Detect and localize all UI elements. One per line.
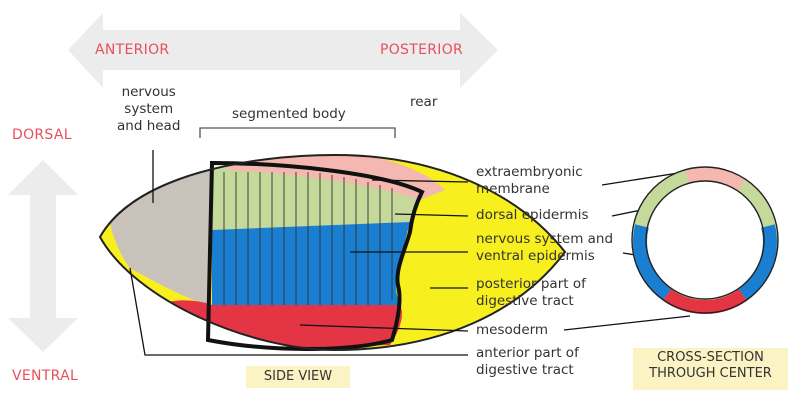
ventral-label: VENTRAL bbox=[12, 368, 78, 385]
posterior-digestive-line-2: digestive tract bbox=[476, 293, 586, 310]
nervous-ventral-label: nervous system and ventral epidermis bbox=[476, 231, 613, 265]
dorsal-epidermis-label: dorsal epidermis bbox=[476, 207, 588, 224]
nervous-ventral-line-1: nervous system and bbox=[476, 231, 613, 248]
nervous-head-label: nervous system and head bbox=[117, 84, 180, 135]
head-region bbox=[110, 163, 212, 305]
anterior-digestive-line-2: digestive tract bbox=[476, 362, 579, 379]
posterior-digestive-label: posterior part of digestive tract bbox=[476, 276, 586, 310]
posterior-label: POSTERIOR bbox=[380, 42, 463, 59]
posterior-digestive-line-1: posterior part of bbox=[476, 276, 586, 293]
anterior-digestive-label: anterior part of digestive tract bbox=[476, 345, 579, 379]
dorsal-ventral-arrow bbox=[8, 160, 78, 352]
cross-section-line-2: THROUGH CENTER bbox=[633, 366, 788, 382]
mesoderm-label: mesoderm bbox=[476, 322, 548, 339]
cross-section-line-1: CROSS-SECTION bbox=[633, 350, 788, 366]
cross-section-ring bbox=[639, 174, 771, 307]
nervous-head-line-3: and head bbox=[117, 118, 180, 135]
cross-section-caption: CROSS-SECTION THROUGH CENTER bbox=[633, 348, 788, 390]
rear-label: rear bbox=[410, 94, 437, 111]
extraembryonic-line-2: membrane bbox=[476, 181, 583, 198]
segmented-body-label: segmented body bbox=[232, 106, 346, 123]
anterior-digestive-line-1: anterior part of bbox=[476, 345, 579, 362]
anterior-label: ANTERIOR bbox=[95, 42, 169, 59]
nervous-ventral-line-2: ventral epidermis bbox=[476, 248, 613, 265]
extraembryonic-label: extraembryonic membrane bbox=[476, 164, 583, 198]
nervous-head-line-2: system bbox=[117, 101, 180, 118]
extraembryonic-line-1: extraembryonic bbox=[476, 164, 583, 181]
nervous-head-line-1: nervous bbox=[117, 84, 180, 101]
dorsal-label: DORSAL bbox=[12, 127, 72, 144]
side-view-caption: SIDE VIEW bbox=[246, 366, 350, 388]
segmented-body-bracket bbox=[200, 128, 395, 138]
